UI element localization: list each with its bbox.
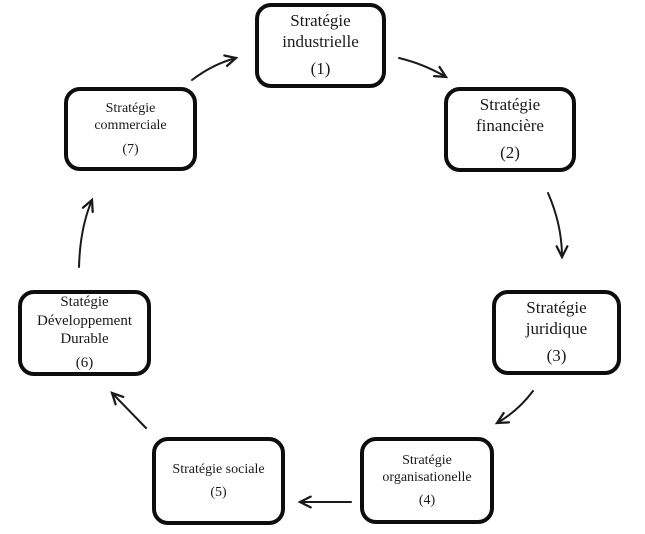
box-label: Stratégie financière bbox=[476, 95, 544, 136]
arrow-1-to-2 bbox=[398, 57, 449, 79]
arrow-7-to-1 bbox=[191, 54, 239, 81]
box-label: Stratégie sociale bbox=[172, 461, 265, 477]
arrow-2-to-3 bbox=[547, 192, 569, 260]
box-number: (7) bbox=[122, 141, 139, 157]
box-label: Stratégie juridique bbox=[525, 298, 588, 339]
box-number: (6) bbox=[75, 355, 94, 372]
arrow-3-to-4 bbox=[494, 390, 534, 425]
box-number: (3) bbox=[546, 345, 567, 365]
box-number: (4) bbox=[418, 493, 436, 509]
box-label: Stratégie commerciale bbox=[94, 101, 167, 134]
box-strategie-financiere: Stratégie financière (2) bbox=[444, 87, 576, 172]
arrow-5-to-6 bbox=[110, 391, 147, 429]
box-number: (1) bbox=[310, 58, 331, 78]
box-strategie-sociale: Stratégie sociale (5) bbox=[152, 437, 285, 525]
box-strategie-organisationelle: Stratégie organisationelle (4) bbox=[360, 437, 494, 524]
box-strategie-commerciale: Stratégie commerciale (7) bbox=[64, 87, 197, 171]
box-number: (2) bbox=[500, 142, 520, 162]
arrow-6-to-7 bbox=[78, 197, 94, 268]
box-label: Statégie Développement Durable bbox=[37, 294, 132, 347]
box-number: (5) bbox=[210, 485, 227, 500]
box-strategie-developpement-durable: Statégie Développement Durable (6) bbox=[18, 290, 151, 376]
box-strategie-juridique: Stratégie juridique (3) bbox=[492, 290, 621, 375]
box-label: Stratégie organisationelle bbox=[382, 452, 472, 485]
box-label: Stratégie industrielle bbox=[282, 11, 359, 52]
box-strategie-industrielle: Stratégie industrielle (1) bbox=[255, 3, 386, 88]
